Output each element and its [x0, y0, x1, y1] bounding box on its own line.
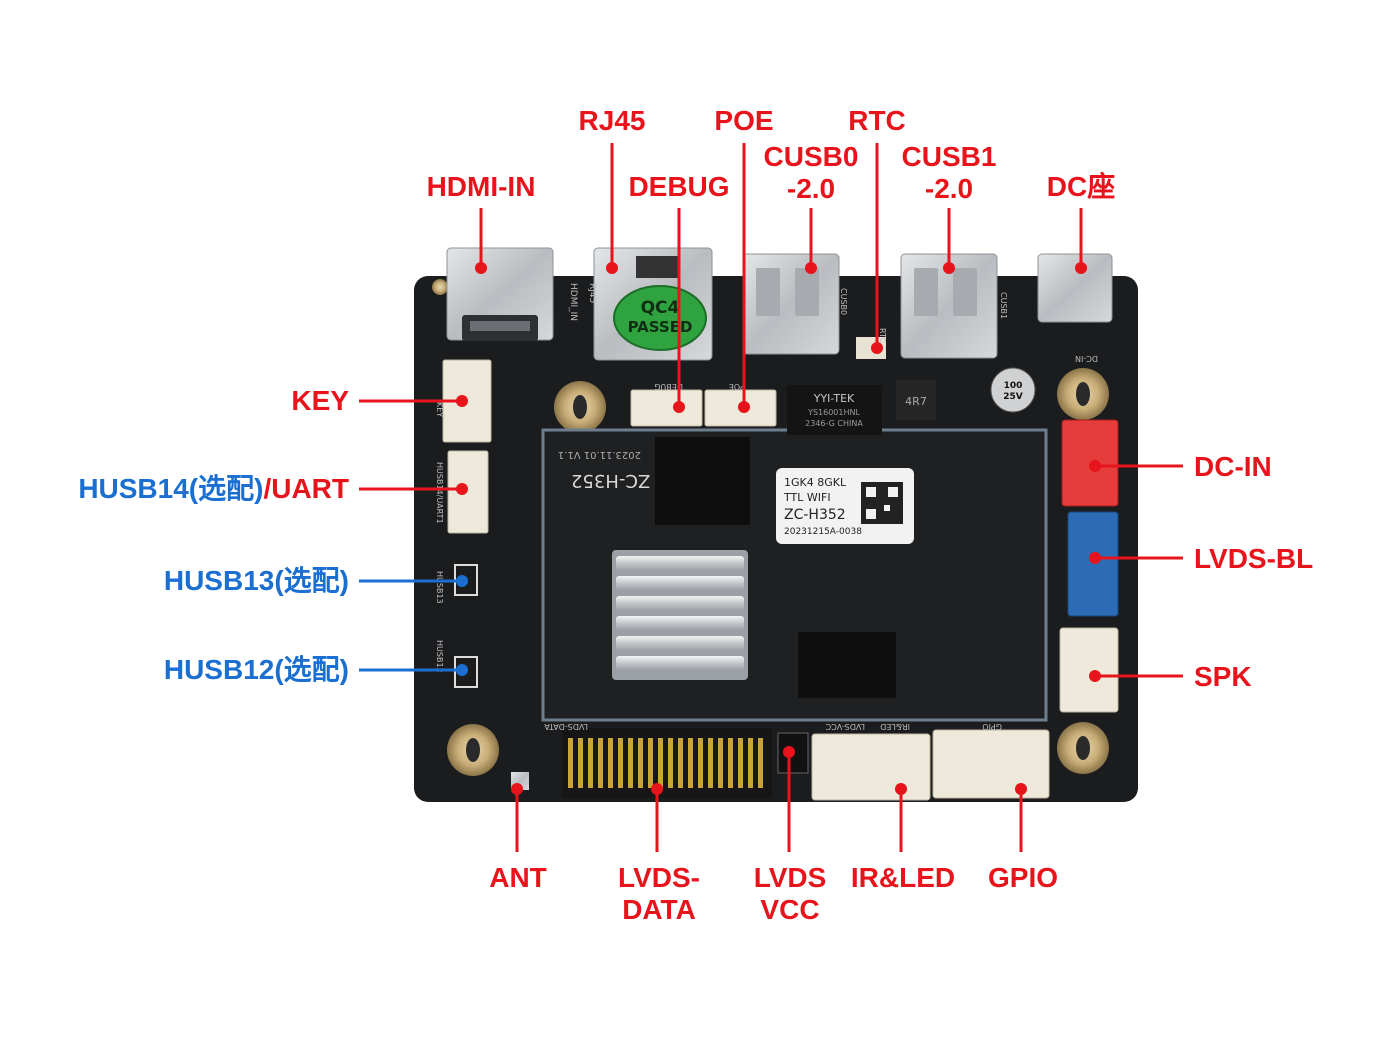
label-debug: DEBUG — [628, 171, 730, 202]
core-name-silk: ZC-H352 — [571, 470, 650, 491]
label-dc-socket: DC座 — [1046, 171, 1116, 202]
irled-header — [811, 733, 931, 801]
silk-debug: DEBUG — [654, 382, 683, 391]
hdmi-connector — [446, 247, 554, 341]
capacitor: 100 25V — [990, 367, 1036, 413]
gpio-header — [932, 729, 1050, 799]
silk-rtc: RTC — [878, 328, 887, 343]
label-dc-in: DC-IN — [1194, 451, 1272, 482]
label-gpio: GPIO — [987, 862, 1059, 893]
memory-chip — [655, 437, 750, 525]
debug-header — [630, 389, 703, 427]
label-lvds-data: LVDS- DATA — [618, 862, 700, 926]
label-cusb0-line2: -2.0 — [786, 173, 836, 204]
label-uart: /UART — [263, 473, 349, 504]
label-hdmi-in: HDMI-IN — [426, 171, 536, 202]
eth-chip-line1: YYI-TEK — [813, 392, 855, 405]
svg-text:TTL WIFI: TTL WIFI — [783, 491, 831, 504]
silk-hdmi: HDMI_IN — [568, 283, 578, 321]
label-cusb0: CUSB0 -2.0 — [764, 141, 859, 205]
core-version-silk: 2023.11.01 V1.1 — [558, 449, 641, 460]
silk-lvds-data: LVDS-DATA — [544, 722, 588, 731]
silk-poe: POE — [729, 382, 745, 391]
silk-key: KEY — [435, 402, 444, 417]
label-rj45: RJ45 — [578, 105, 646, 136]
inductor: 4R7 — [896, 380, 936, 420]
label-cusb1: CUSB1 -2.0 — [902, 141, 997, 205]
qc-sticker-line2: PASSED — [628, 318, 693, 336]
qc-sticker-line1: QC4 — [641, 298, 680, 318]
husb12-footprint — [454, 656, 478, 688]
svg-text:20231215A-0038: 20231215A-0038 — [784, 527, 862, 537]
label-rtc: RTC — [848, 105, 906, 136]
label-husb12: HUSB12(选配) — [163, 654, 349, 685]
svg-text:4R7: 4R7 — [905, 395, 927, 408]
cusb0-connector — [742, 253, 840, 355]
label-ant: ANT — [489, 862, 547, 893]
mounting-hole-left-upper — [554, 381, 606, 433]
svg-text:ZC-H352: ZC-H352 — [784, 507, 846, 523]
eth-chip-line3: 2346-G CHINA — [805, 419, 863, 428]
label-ir-led: IR&LED — [850, 862, 956, 893]
module-label-sticker: 1GK4 8GKL TTL WIFI ZC-H352 20231215A-003… — [776, 468, 914, 544]
silk-husb14: HUSB14/UART1 — [435, 462, 444, 524]
silk-gpio: GPIO — [982, 722, 1002, 731]
silk-lvds-vcc: LVDS-VCC — [825, 722, 865, 731]
ethernet-transformer-chip: YYI-TEK YS16001HNL 2346-G CHINA — [787, 385, 882, 435]
mounting-hole-right-upper — [1057, 368, 1109, 420]
label-lvds-vcc-line1: LVDS — [753, 862, 827, 893]
svg-text:1GK4 8GKL: 1GK4 8GKL — [784, 476, 847, 489]
lvds-bl-header — [1067, 511, 1119, 617]
silk-irled: IR&LED — [880, 722, 910, 731]
svg-text:25V: 25V — [1003, 392, 1023, 402]
husb14-header — [447, 450, 489, 534]
label-cusb1-line1: CUSB1 — [901, 141, 997, 172]
label-husb14-uart: HUSB14(选配)/UART — [78, 473, 349, 505]
mounting-hole-bottom-left — [447, 724, 499, 776]
silk-cusb1: CUSB1 — [999, 292, 1008, 319]
label-cusb0-line1: CUSB0 — [763, 141, 859, 172]
spk-header — [1059, 627, 1119, 713]
dc-jack — [1037, 253, 1113, 323]
rj45-connector: QC4 PASSED — [593, 247, 713, 361]
flash-chip — [798, 632, 896, 698]
lvds-data-header — [562, 728, 772, 798]
heatsink — [612, 550, 748, 680]
mounting-hole-bottom-right — [1057, 722, 1109, 774]
label-lvds-vcc: LVDS VCC — [754, 862, 827, 926]
silk-husb13: HUSB13 — [435, 571, 444, 604]
silk-rj45: RJ45 — [587, 283, 597, 303]
label-husb14: HUSB14(选配) — [78, 473, 264, 504]
eth-chip-line2: YS16001HNL — [807, 408, 860, 417]
silk-cusb0: CUSB0 — [839, 288, 848, 315]
label-lvds-data-line1: LVDS- — [618, 862, 700, 893]
label-husb13: HUSB13(选配) — [163, 565, 349, 596]
label-lvds-vcc-line2: VCC — [760, 894, 820, 925]
label-poe: POE — [714, 105, 774, 136]
label-lvds-data-line2: DATA — [622, 894, 696, 925]
mounting-hole-top-left — [432, 279, 448, 295]
silk-husb12: HUSB12 — [435, 640, 444, 673]
label-lvds-bl: LVDS-BL — [1194, 543, 1314, 574]
leader-lines — [359, 143, 1183, 852]
svg-text:100: 100 — [1004, 381, 1023, 391]
silk-dcin: DC-IN — [1075, 354, 1098, 363]
label-spk: SPK — [1194, 661, 1252, 692]
label-key: KEY — [291, 385, 349, 416]
label-cusb1-line2: -2.0 — [924, 173, 974, 204]
cusb1-connector — [900, 253, 998, 359]
